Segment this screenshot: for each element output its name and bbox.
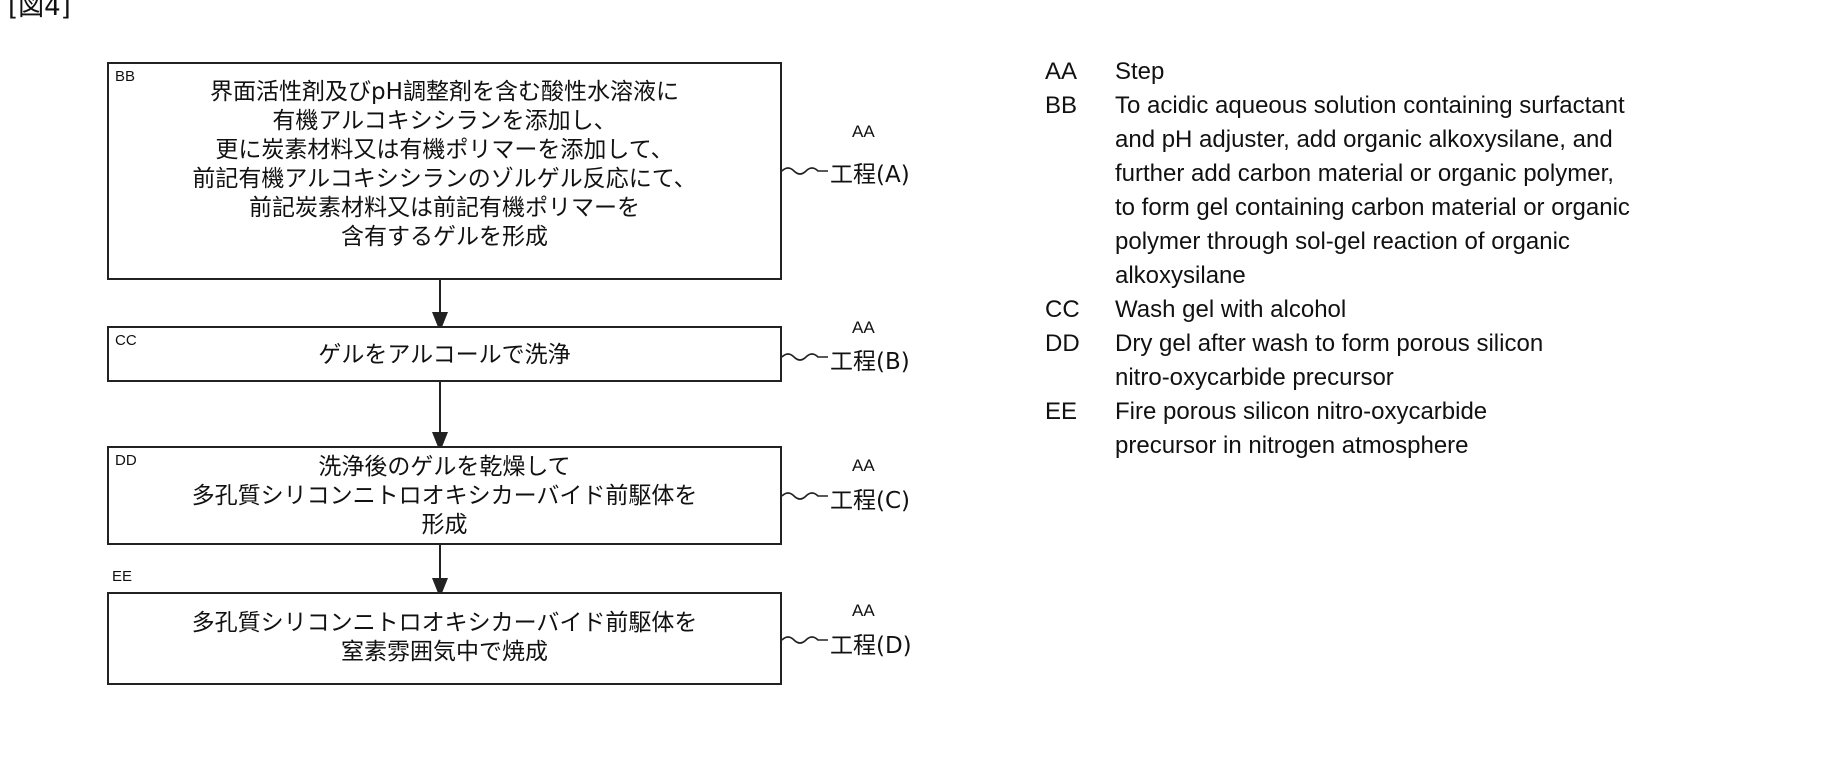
legend-row: AA Step [1045, 55, 1635, 89]
step-code: AA [852, 456, 875, 476]
legend-code: BB [1045, 89, 1115, 293]
legend: AA Step BB To acidic aqueous solution co… [1045, 55, 1635, 463]
legend-row: CC Wash gel with alcohol [1045, 293, 1635, 327]
leader-step-c [782, 493, 828, 499]
box-line: 多孔質シリコンニトロオキシカーバイド前駆体を [109, 609, 780, 638]
legend-row: EE Fire porous silicon nitro-oxycarbide … [1045, 395, 1635, 463]
step-code: AA [852, 318, 875, 338]
box-line: 含有するゲルを形成 [109, 223, 780, 252]
leader-step-b [782, 354, 828, 360]
box-text: 界面活性剤及びpH調整剤を含む酸性水溶液に 有機アルコキシシランを添加し、 更に… [109, 78, 780, 252]
box-line: 窒素雰囲気中で焼成 [109, 638, 780, 667]
box-line: 前記有機アルコキシシランのゾルゲル反応にて、 [109, 165, 780, 194]
step-box-cc: CC ゲルをアルコールで洗浄 [107, 326, 782, 382]
step-box-ee: 多孔質シリコンニトロオキシカーバイド前駆体を 窒素雰囲気中で焼成 [107, 592, 782, 685]
leader-step-a [782, 168, 828, 174]
box-text: 多孔質シリコンニトロオキシカーバイド前駆体を 窒素雰囲気中で焼成 [109, 609, 780, 667]
legend-text: Wash gel with alcohol [1115, 293, 1635, 327]
box-line: 有機アルコキシシランを添加し、 [109, 107, 780, 136]
step-label-c: 工程(C) [830, 481, 910, 515]
legend-text: Fire porous silicon nitro-oxycarbide pre… [1115, 395, 1585, 463]
box-line: 前記炭素材料又は前記有機ポリマーを [109, 194, 780, 223]
box-line: ゲルをアルコールで洗浄 [109, 341, 780, 370]
box-text: 洗浄後のゲルを乾燥して 多孔質シリコンニトロオキシカーバイド前駆体を 形成 [109, 453, 780, 540]
leader-step-d [782, 637, 828, 643]
legend-row: BB To acidic aqueous solution containing… [1045, 89, 1635, 293]
box-code-ee: EE [112, 568, 132, 585]
box-line: 形成 [109, 511, 780, 540]
step-label-b: 工程(B) [830, 342, 910, 376]
box-line: 界面活性剤及びpH調整剤を含む酸性水溶液に [109, 78, 780, 107]
legend-code: DD [1045, 327, 1115, 395]
step-box-bb: BB 界面活性剤及びpH調整剤を含む酸性水溶液に 有機アルコキシシランを添加し、… [107, 62, 782, 280]
step-code: AA [852, 122, 875, 142]
legend-row: DD Dry gel after wash to form porous sil… [1045, 327, 1635, 395]
legend-text: Step [1115, 55, 1635, 89]
legend-code: CC [1045, 293, 1115, 327]
legend-code: EE [1045, 395, 1115, 463]
box-line: 更に炭素材料又は有機ポリマーを添加して、 [109, 136, 780, 165]
legend-text: Dry gel after wash to form porous silico… [1115, 327, 1575, 395]
step-code: AA [852, 601, 875, 621]
legend-code: AA [1045, 55, 1115, 89]
legend-text: To acidic aqueous solution containing su… [1115, 89, 1635, 293]
box-line: 洗浄後のゲルを乾燥して [109, 453, 780, 482]
box-line: 多孔質シリコンニトロオキシカーバイド前駆体を [109, 482, 780, 511]
step-label-d: 工程(D) [830, 626, 912, 660]
step-label-a: 工程(A) [830, 155, 910, 189]
box-text: ゲルをアルコールで洗浄 [109, 341, 780, 370]
step-box-dd: DD 洗浄後のゲルを乾燥して 多孔質シリコンニトロオキシカーバイド前駆体を 形成 [107, 446, 782, 545]
